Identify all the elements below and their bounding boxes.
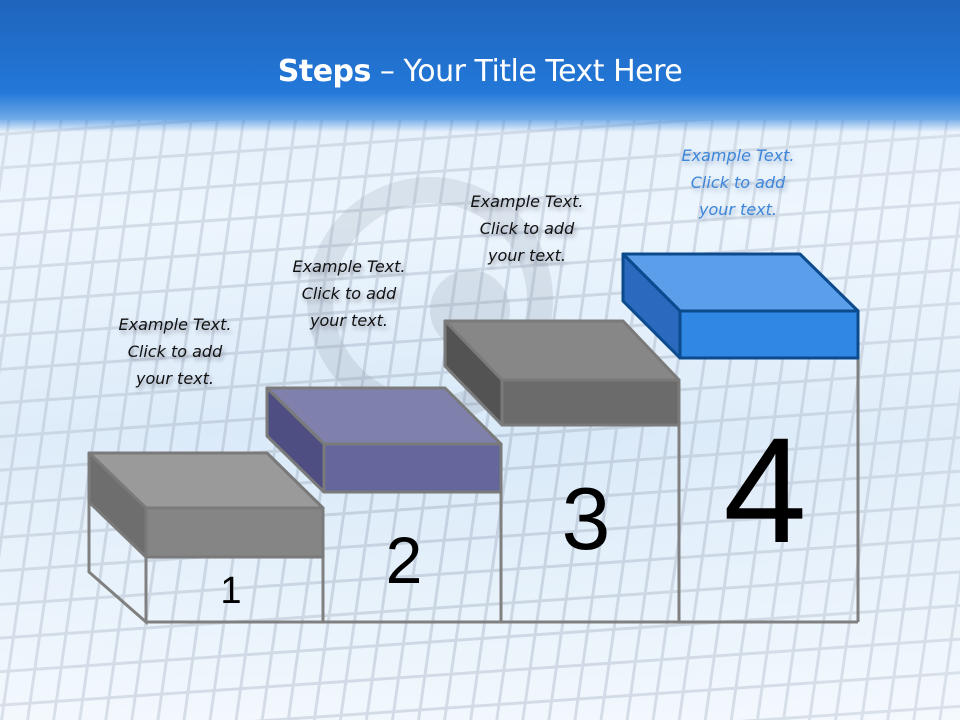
caption-line: Example Text. <box>292 257 406 276</box>
caption-line: Click to add <box>690 173 786 192</box>
step-3-block <box>443 319 681 427</box>
title-bar <box>0 0 960 132</box>
caption-line: Example Text. <box>118 315 232 334</box>
caption-line: Click to add <box>127 342 223 361</box>
step-4-block <box>621 252 860 360</box>
caption-line: your text. <box>135 369 214 388</box>
step-1-block <box>87 451 325 559</box>
title-text: – Your Title Text Here <box>370 54 683 89</box>
step-3-number: 3 <box>561 469 611 568</box>
caption-line: Click to add <box>301 284 397 303</box>
caption-line: your text. <box>487 246 566 265</box>
slide-title[interactable]: Steps – Your Title Text Here <box>0 54 960 89</box>
caption-line: your text. <box>698 200 777 219</box>
step-3-caption[interactable]: Example Text. Click to add your text. <box>437 188 617 269</box>
title-bold-word: Steps <box>277 54 372 89</box>
step-2-number: 2 <box>385 523 423 597</box>
caption-line: Example Text. <box>681 146 795 165</box>
step-2-block <box>265 386 503 494</box>
step-2-caption[interactable]: Example Text. Click to add your text. <box>259 253 439 334</box>
step-4-caption[interactable]: Example Text. Click to add your text. <box>648 142 828 223</box>
step-4-number: 4 <box>723 406 807 574</box>
step-1-number: 1 <box>220 570 242 612</box>
caption-line: Example Text. <box>470 192 584 211</box>
step-1-caption[interactable]: Example Text. Click to add your text. <box>85 311 265 392</box>
caption-line: Click to add <box>479 219 575 238</box>
caption-line: your text. <box>309 311 388 330</box>
